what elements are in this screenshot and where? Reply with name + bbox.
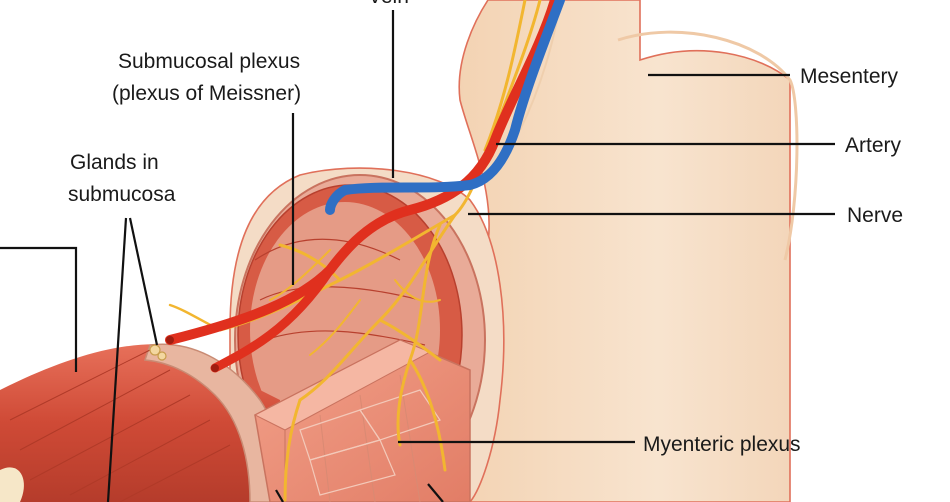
glands-label-line2: submucosa xyxy=(68,183,176,206)
vein-label: Vein xyxy=(368,0,409,8)
vein-vessel xyxy=(325,0,565,215)
glands-label-line1: Glands in xyxy=(70,151,159,174)
glands-leader-b xyxy=(106,217,128,502)
intestine-tube-left xyxy=(0,343,283,502)
mesentery-label: Mesentery xyxy=(800,65,899,88)
submucosal-plexus-label-line1: Submucosal plexus xyxy=(118,50,300,73)
artery-vessel xyxy=(165,0,560,373)
leader-lines xyxy=(0,10,835,502)
submucosa-glands xyxy=(149,344,167,361)
submucosal-plexus-label-line2: (plexus of Meissner) xyxy=(112,82,301,105)
bottom-leader-a xyxy=(275,489,284,502)
myenteric-plexus-label: Myenteric plexus xyxy=(643,433,801,456)
left-bracket-leader xyxy=(0,246,78,372)
artery-label: Artery xyxy=(845,134,902,157)
nerve-label: Nerve xyxy=(847,204,903,227)
labels: Vein Submucosal plexus (plexus of Meissn… xyxy=(68,0,903,456)
glands-leader-a xyxy=(128,217,159,346)
bottom-leader-b xyxy=(427,483,444,502)
